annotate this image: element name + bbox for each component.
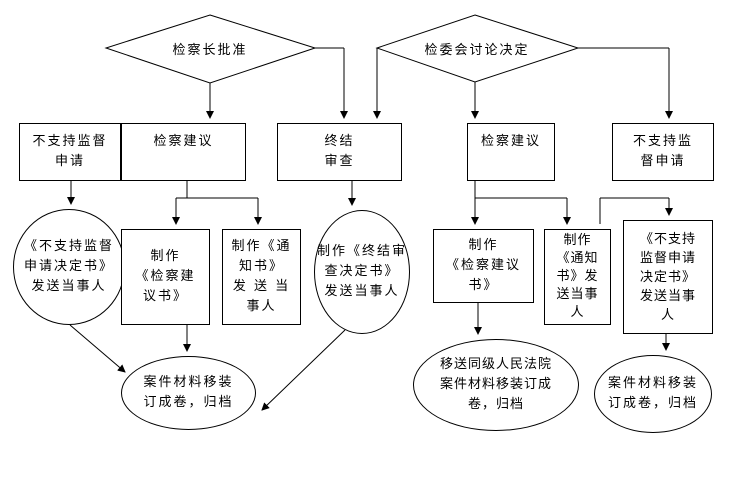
oval-archive-right: 案件材料移装 订成卷，归档 <box>594 355 712 433</box>
doc-not-support-decision-right: 《不支持 监督申请 决定书》 发送当事 人 <box>623 220 713 334</box>
decision-label-committee: 检委会讨论决定 <box>424 43 530 58</box>
oval-not-support-decision-doc: 《不支持监督 申请决定书》 发送当事人 <box>13 209 125 325</box>
doc-make-suggestion-left: 制作 《检察建 议书》 <box>121 229 210 325</box>
oval-archive-center: 案件材料移装 订成卷，归档 <box>121 356 256 430</box>
decision-label-chief-approval: 检察长批准 <box>172 43 248 58</box>
box-suggestion-right: 检察建议 <box>467 123 555 181</box>
doc-make-notice-right: 制作 《通知 书》发 送当事 人 <box>544 229 611 325</box>
oval-transfer-to-court: 移送同级人民法院 案件材料移装订成 卷，归档 <box>413 339 579 431</box>
box-suggestion-left: 检察建议 <box>121 123 246 181</box>
doc-make-notice-left: 制作《通 知书》 发 送 当 事人 <box>222 229 301 325</box>
box-terminate-review: 终结 审查 <box>277 123 402 181</box>
box-not-support-left: 不支持监督 申请 <box>19 123 121 181</box>
doc-make-suggestion-right: 制作 《检察建议 书》 <box>433 229 534 303</box>
box-not-support-right: 不支持监 督申请 <box>612 123 714 181</box>
oval-terminate-decision-doc: 制作《终结审 查决定书》 发送当事人 <box>314 210 410 334</box>
